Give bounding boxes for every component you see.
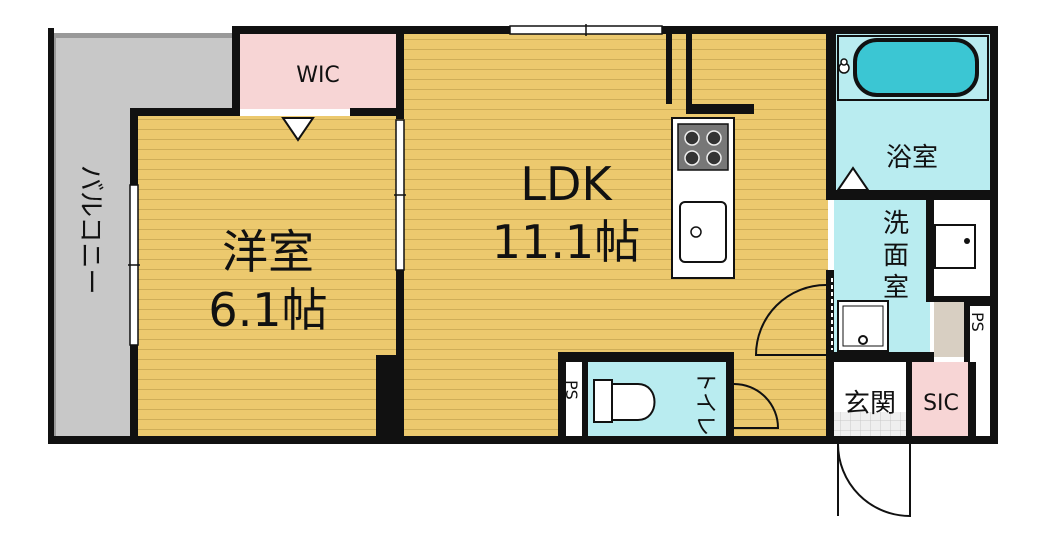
washbasin <box>934 224 976 269</box>
kitchen-sink <box>679 201 727 263</box>
windows <box>128 24 663 346</box>
bath-door-marker <box>836 166 870 191</box>
western-room-size: 6.1帖 <box>208 283 327 337</box>
bathtub <box>853 38 979 97</box>
ps-right-area <box>934 301 964 357</box>
entrance-step <box>834 362 910 412</box>
toilet-label: トイレ <box>692 370 717 436</box>
washroom-label-1: 洗 <box>883 209 909 239</box>
wic-area <box>237 33 400 109</box>
sic-label: SIC <box>923 391 959 416</box>
washroom-label-2: 面 <box>883 241 909 271</box>
balcony-label: バルコニー <box>75 165 105 294</box>
washroom-label-3: 室 <box>883 273 909 303</box>
ps-left-area <box>562 362 584 438</box>
ldk-size: 11.1帖 <box>492 215 640 269</box>
wic-door-marker <box>281 117 315 142</box>
wic-label: WIC <box>296 63 340 88</box>
ps-left-label: PS <box>562 380 581 400</box>
western-room-floor <box>138 116 400 438</box>
ps-right-label: PS <box>968 312 987 332</box>
doors <box>733 284 911 518</box>
ldk-label: LDK <box>520 157 613 211</box>
ldk-floor-hall <box>730 358 828 438</box>
toilet-bowl <box>611 383 656 421</box>
entrance-label: 玄関 <box>844 389 896 419</box>
bathroom-label: 浴室 <box>886 143 938 173</box>
western-room-label: 洋室 <box>222 225 314 279</box>
sic-area <box>912 362 970 438</box>
stove <box>677 123 729 171</box>
